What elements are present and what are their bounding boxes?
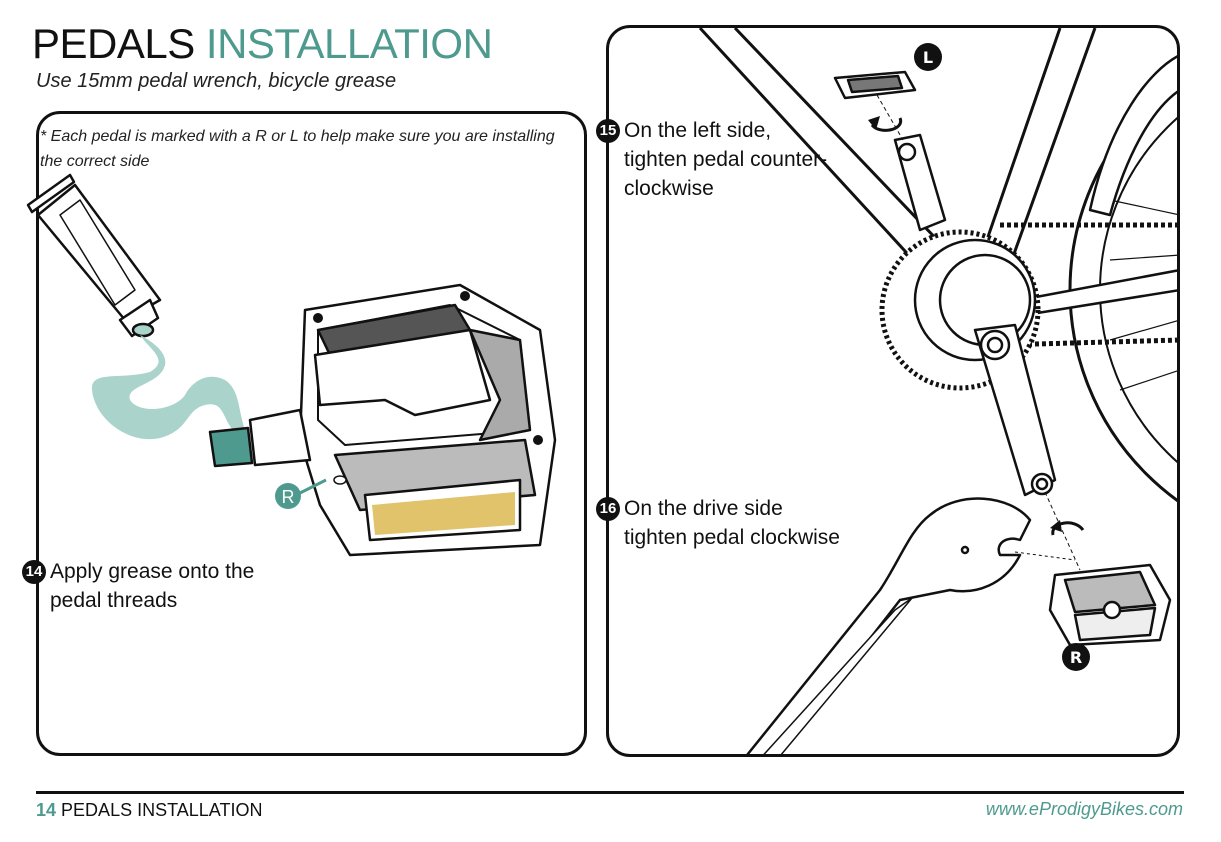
step-15-line-3: clockwise (596, 174, 827, 203)
footer-divider (36, 791, 1184, 794)
step-16-line-1: On the drive side (624, 497, 783, 520)
bicycle-crank-icon (700, 28, 1221, 550)
step-16-line-2: tighten pedal clockwise (596, 523, 840, 552)
page-number: 14 (36, 800, 56, 820)
step-15-line-2: tighten pedal counter- (596, 145, 827, 174)
step-15-line-1: On the left side, (624, 119, 771, 142)
footer-section: 14 PEDALS INSTALLATION (36, 800, 262, 821)
left-side-badge-text: L (923, 48, 933, 67)
footer-section-title: PEDALS INSTALLATION (61, 800, 262, 820)
step-15-number: 15 (596, 119, 620, 143)
right-side-badge-text: R (1070, 648, 1082, 667)
right-pedal-icon (1045, 492, 1170, 645)
step-16-number: 16 (596, 497, 620, 521)
website-link[interactable]: www.eProdigyBikes.com (986, 799, 1183, 820)
